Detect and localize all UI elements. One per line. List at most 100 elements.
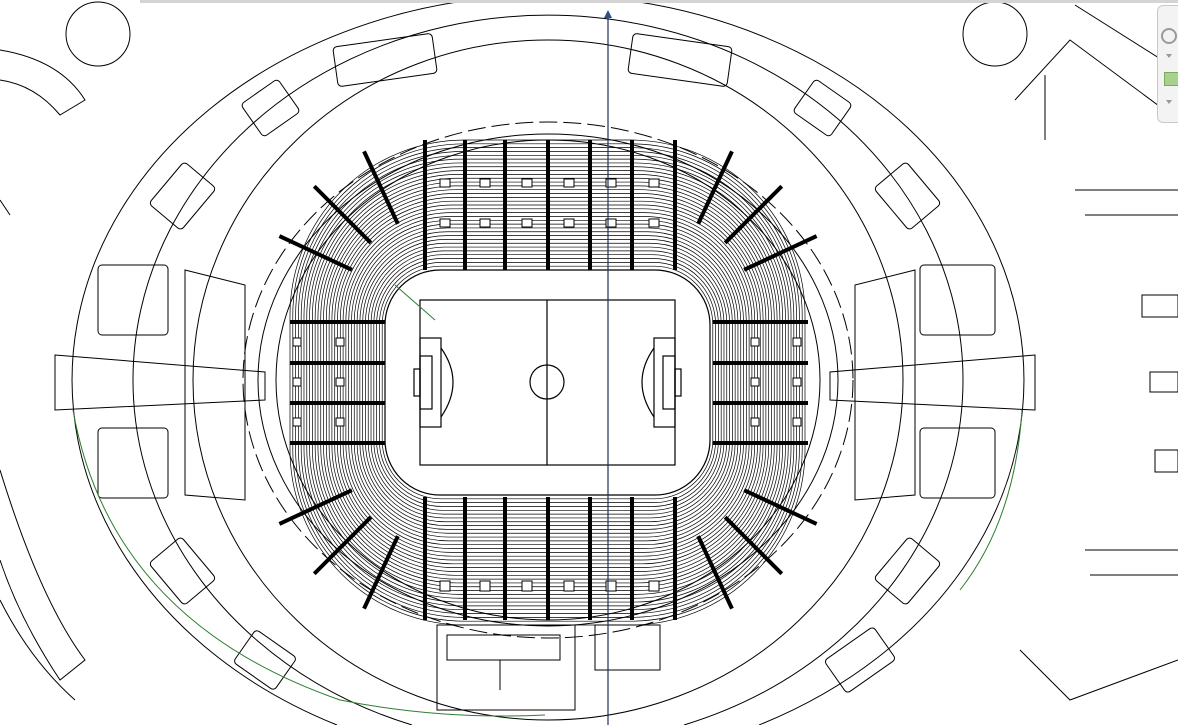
aisle-bar: [463, 497, 467, 620]
aisle-bar: [312, 515, 373, 576]
vomitory: [479, 580, 491, 592]
aisle-bar: [546, 497, 550, 620]
aisle-bar: [630, 140, 634, 270]
aisle-bar: [713, 441, 808, 445]
section-marker-icon: [604, 10, 612, 18]
annotations: [72, 10, 1023, 725]
plaza-pad: [332, 33, 438, 87]
football-pitch: [384, 269, 711, 496]
aisle-bar: [362, 150, 400, 225]
outer-site-ellipse: [71, 0, 1025, 725]
aisle-bar: [312, 184, 373, 245]
site-pad: [1141, 294, 1178, 318]
vomitory: [479, 178, 491, 188]
vomitory: [648, 580, 660, 592]
vomitory: [335, 377, 345, 387]
site-circle: [65, 1, 131, 67]
vomitory: [648, 218, 660, 228]
view-top-border: [140, 0, 1178, 3]
aisle-bar: [673, 497, 677, 620]
vomitory: [605, 580, 617, 592]
vomitory: [792, 417, 802, 427]
aisle-bar: [713, 401, 808, 405]
penalty-arc: [641, 347, 655, 418]
penalty-arc: [440, 347, 454, 418]
plaza-pad: [149, 537, 216, 605]
vomitory: [648, 178, 660, 188]
site-pad: [1149, 371, 1178, 393]
aisle-bar: [290, 441, 385, 445]
vomitory: [750, 337, 760, 347]
pan-icon[interactable]: [1164, 72, 1178, 86]
aisle-bar: [463, 140, 467, 270]
vomitory: [521, 178, 533, 188]
aisle-bar: [290, 320, 385, 324]
aisle-bar: [696, 150, 734, 225]
outer-wall: [257, 133, 839, 627]
site-circle: [962, 1, 1028, 67]
vomitory: [439, 178, 451, 188]
vomitory: [605, 218, 617, 228]
vomitory: [335, 417, 345, 427]
aisle-bar: [713, 361, 808, 365]
aisle-bar: [362, 535, 400, 610]
plaza-pad: [97, 264, 169, 336]
aisle-bar: [696, 535, 734, 610]
leader-line: [394, 284, 436, 321]
vomitory: [292, 417, 302, 427]
plaza-pad: [874, 162, 941, 230]
aisle-bar: [723, 515, 784, 576]
plaza-pad: [97, 427, 169, 499]
goal: [674, 368, 682, 397]
property-boundary: [959, 409, 1023, 591]
site-lines: [1014, 4, 1178, 140]
aisle-bar: [588, 497, 592, 620]
plaza-pad: [919, 264, 996, 336]
plaza-pad: [919, 427, 996, 499]
vomitory: [439, 580, 451, 592]
vomitory: [335, 337, 345, 347]
west-entrance-ramp: [54, 269, 266, 501]
site-curve: [0, 199, 76, 701]
plaza-pad: [234, 630, 296, 690]
roof-edge-dashed: [242, 121, 854, 639]
vomitory: [563, 580, 575, 592]
aisle-bar: [713, 320, 808, 324]
east-entrance-ramp: [829, 269, 1036, 501]
vomitory: [521, 218, 533, 228]
goal: [413, 368, 421, 397]
vomitory: [792, 337, 802, 347]
plaza-pad: [627, 33, 733, 87]
site-pad: [1154, 449, 1178, 473]
vomitory: [605, 178, 617, 188]
vomitory: [292, 377, 302, 387]
zoom-wheel-icon[interactable]: [1161, 28, 1177, 44]
aisle-bar: [290, 361, 385, 365]
plaza-pad: [241, 79, 300, 137]
aisle-bar: [743, 234, 818, 272]
seating-aisles: [278, 140, 818, 620]
aisle-bar: [743, 488, 818, 526]
vomitory: [439, 218, 451, 228]
aisle-bar: [423, 497, 427, 620]
stadium-rings: [54, 14, 1036, 725]
vomitory: [563, 218, 575, 228]
aisle-bar: [588, 140, 592, 270]
vomitory: [521, 580, 533, 592]
aisle-bar: [630, 497, 634, 620]
plaza-pad: [149, 162, 216, 230]
plaza-pad: [793, 79, 852, 137]
site-curve: [0, 469, 86, 681]
property-boundary: [72, 409, 546, 717]
dropdown-arrow-icon[interactable]: [1166, 100, 1172, 104]
aisle-bar: [290, 401, 385, 405]
navigation-bar[interactable]: [1157, 5, 1178, 123]
aisle-bar: [423, 140, 427, 270]
aisle-bar: [503, 497, 507, 620]
dropdown-arrow-icon[interactable]: [1166, 54, 1172, 58]
vomitory: [563, 178, 575, 188]
vomitory: [750, 377, 760, 387]
plaza-pad: [874, 537, 941, 605]
